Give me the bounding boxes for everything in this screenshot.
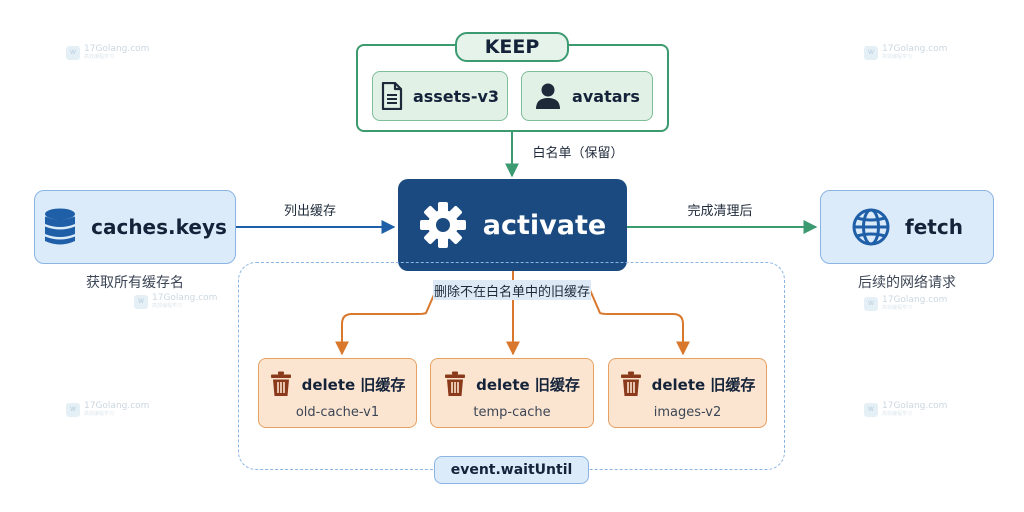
delete-label: delete 旧缓存 [476, 375, 580, 394]
document-icon [381, 82, 403, 110]
watermark-text: 17Golang.com [882, 401, 948, 411]
delete-row: delete 旧缓存 [609, 371, 766, 397]
caches-keys-label: caches.keys [91, 215, 227, 239]
watermark-subtext: 高效编程学习 [152, 303, 183, 309]
watermark-text: 17Golang.com [882, 295, 948, 305]
delete-cache-name: old-cache-v1 [295, 405, 380, 420]
fetch-caption: 后续的网络请求 [858, 275, 956, 291]
delete-cache-name: images-v2 [653, 405, 722, 420]
delete-label: delete 旧缓存 [301, 375, 406, 394]
trash-icon [620, 371, 641, 396]
fetch-node: fetch [820, 190, 994, 264]
watermark-subtext: 高效编程学习 [882, 411, 913, 417]
watermark-logo-icon: W [134, 294, 148, 309]
caches-keys-node: caches.keys [34, 190, 236, 264]
activate-label: activate [482, 209, 607, 241]
delete-node-temp-cache: delete 旧缓存 temp-cache [430, 358, 594, 428]
watermark-logo-icon: W [864, 296, 878, 311]
activate-node: activate [398, 179, 627, 271]
gear-icon [419, 202, 466, 248]
delete-left-arrow [335, 289, 437, 356]
watermark-subtext: 高效编程学习 [84, 54, 115, 60]
delete-row: delete 旧缓存 [431, 371, 593, 397]
watermark-logo-icon: W [66, 402, 80, 417]
trash-icon [270, 371, 291, 396]
globe-icon [852, 208, 890, 246]
delete-cache-name: temp-cache [473, 405, 551, 420]
keep-item-label: avatars [572, 86, 640, 106]
delete-label: delete 旧缓存 [651, 375, 756, 394]
keep-item-avatars: avatars [521, 71, 653, 121]
keep-title: KEEP [455, 32, 569, 62]
wait-until-label: event.waitUntil [434, 456, 589, 484]
edge-label-after-cleanup: 完成清理后 [687, 204, 753, 219]
edge-label-list-caches: 列出缓存 [283, 204, 336, 219]
delete-node-images-v2: delete 旧缓存 images-v2 [608, 358, 767, 428]
delete-right-arrow [589, 289, 690, 356]
caches-keys-caption: 获取所有缓存名 [86, 275, 184, 291]
person-icon [536, 83, 561, 109]
watermark-subtext: 高效编程学习 [84, 411, 115, 417]
delete-node-old-cache-v1: delete 旧缓存 old-cache-v1 [258, 358, 417, 428]
keep-item-label: assets-v3 [412, 86, 500, 106]
trash-icon [445, 371, 466, 396]
watermark-subtext: 高效编程学习 [882, 305, 913, 311]
watermark-subtext: 高效编程学习 [882, 54, 913, 60]
fetch-label: fetch [905, 215, 963, 239]
delete-row: delete 旧缓存 [259, 371, 416, 397]
keep-item-assets-v3: assets-v3 [372, 71, 508, 121]
watermark-text: 17Golang.com [882, 44, 948, 54]
watermark-logo-icon: W [66, 45, 80, 60]
database-icon [45, 208, 76, 245]
watermark-text: 17Golang.com [84, 401, 150, 411]
watermark-logo-icon: W [864, 45, 878, 60]
edge-label-delete-old: 删除不在白名单中的旧缓存 [433, 280, 591, 300]
watermark-logo-icon: W [864, 402, 878, 417]
watermark-text: 17Golang.com [152, 293, 218, 303]
watermark-text: 17Golang.com [84, 44, 150, 54]
edge-label-whitelist: 白名单（保留） [532, 146, 624, 161]
